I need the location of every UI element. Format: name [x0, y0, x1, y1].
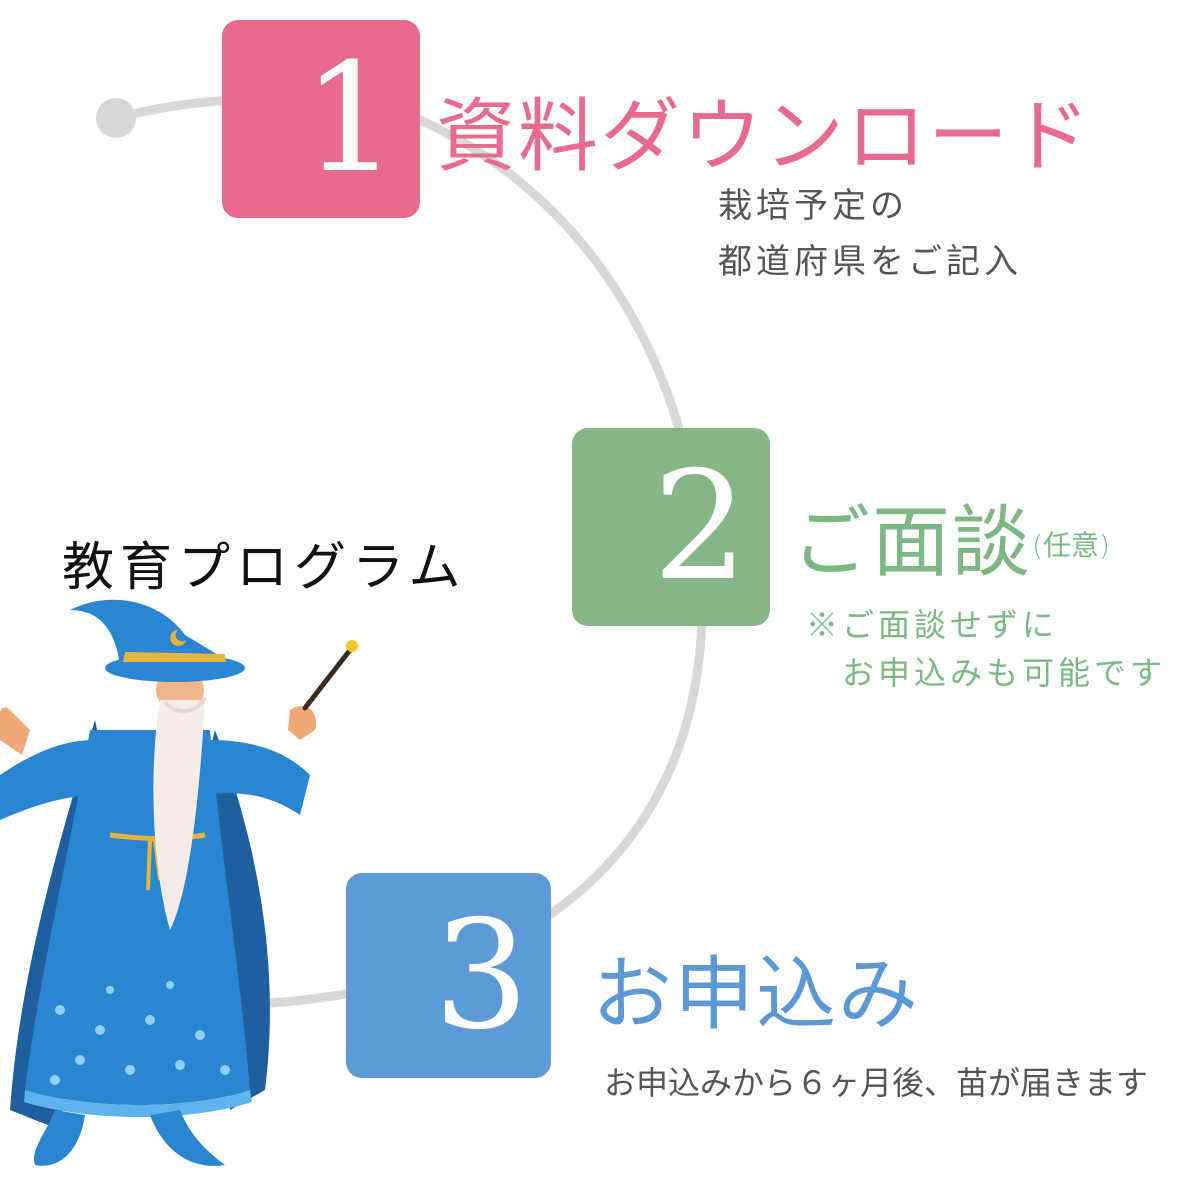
program-label: 教育プログラム: [62, 538, 467, 598]
step-1-number-box: 1: [222, 20, 420, 218]
step-2-number-box: 2: [572, 428, 770, 626]
step-1-number: 1: [302, 32, 398, 206]
step-3-title: お申込み: [592, 948, 920, 1041]
step-2-title: ご面談(任意): [792, 480, 1110, 592]
step-3-number: 3: [433, 888, 529, 1063]
step-3-number-box: 3: [346, 873, 551, 1078]
step-2-note-line-2: お申込みも可能です: [842, 654, 1167, 692]
step-2-note-line-1: ※ご面談せずに: [806, 606, 1059, 644]
step-1-title: 資料ダウンロード: [436, 90, 1092, 183]
step-2-title-optional: (任意): [1032, 529, 1110, 562]
step-2-title-main: ご面談: [792, 498, 1033, 588]
wizard-illustration: [0, 599, 358, 1166]
step-1-note-line-1: 栽培予定の: [718, 186, 908, 226]
step-2-number: 2: [652, 440, 748, 614]
step-1-note-line-2: 都道府県をご記入: [718, 242, 1022, 282]
connector-start-dot: [96, 98, 136, 138]
step-3-note: お申込みから６ヶ月後、苗が届きます: [604, 1064, 1149, 1102]
